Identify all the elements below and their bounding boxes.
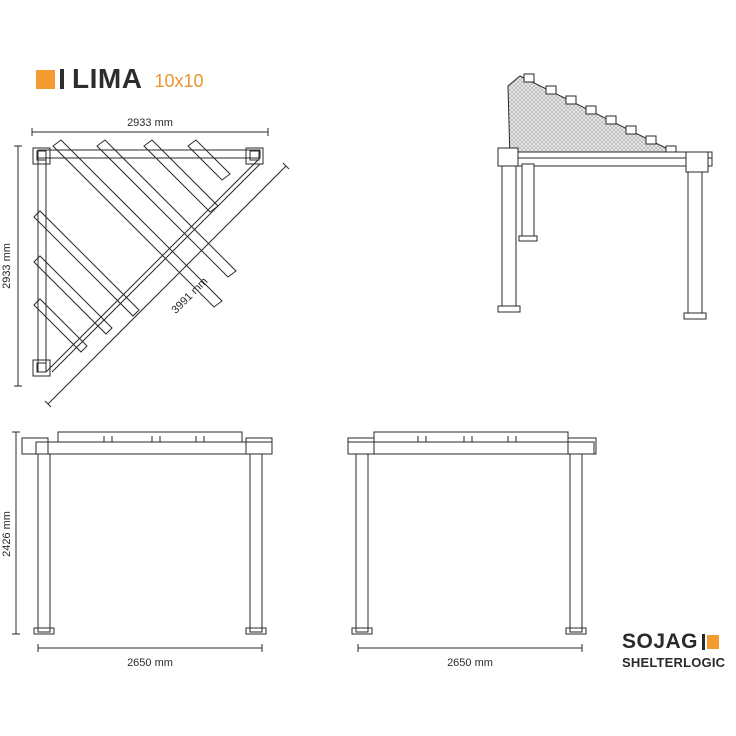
front-right-post [249, 453, 263, 633]
front-beam-elevation [35, 441, 273, 455]
logo-square-icon [707, 635, 720, 649]
side-depth-label: 2933 mm [1, 243, 13, 289]
side-left-post [355, 453, 369, 633]
top-width-label: 2933 mm [127, 117, 173, 129]
brand-bar-icon [60, 69, 64, 89]
side-rafter-top [373, 431, 569, 443]
logo-bar-icon [702, 634, 706, 650]
height-label: 2426 mm [1, 511, 13, 557]
logo-brand: SOJAG [622, 630, 699, 653]
left-post [501, 165, 517, 311]
front-elevation [12, 431, 273, 652]
shade-canopy [507, 75, 691, 161]
side-beam-elevation [347, 441, 595, 455]
side-elevation [347, 431, 597, 652]
corner-post-top-left [32, 147, 51, 165]
corner-post-top-right [245, 147, 264, 165]
brand-square-icon [36, 69, 55, 89]
diagonal-label: 3991 mm [169, 275, 210, 316]
logo-sub: SHELTERLOGIC [622, 655, 726, 670]
title-block: LIMA 10x10 [36, 62, 203, 96]
front-width-label: 2650 mm [127, 657, 173, 669]
brand-logo: SOJAG SHELTERLOGIC [622, 630, 736, 674]
front-left-post [37, 453, 51, 633]
front-rafter-top [57, 431, 243, 443]
top-view [14, 128, 290, 408]
product-title: LIMA [72, 63, 143, 94]
diagonal-dimension-line [47, 165, 287, 405]
corner-post-bottom-left [32, 359, 51, 377]
side-right-post [569, 453, 583, 633]
back-post [521, 163, 535, 241]
perspective-view [497, 73, 713, 320]
right-post [687, 165, 703, 317]
rafters [33, 139, 237, 353]
product-model: 10x10 [154, 70, 204, 91]
rafter-ends [523, 73, 677, 155]
side-width-label: 2650 mm [447, 657, 493, 669]
